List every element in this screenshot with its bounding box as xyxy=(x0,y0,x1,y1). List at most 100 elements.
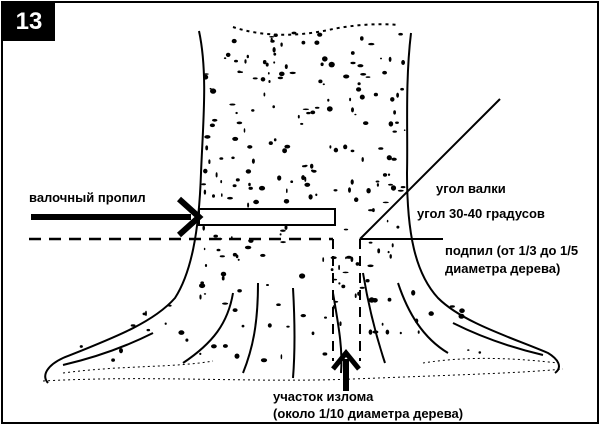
bark-speckle xyxy=(303,109,309,111)
bark-speckle xyxy=(369,242,373,244)
bark-speckle xyxy=(185,339,188,342)
figure-number-badge: 13 xyxy=(3,3,55,41)
bark-speckle xyxy=(309,194,313,199)
bark-speckle xyxy=(268,80,270,83)
felling-cut-slot xyxy=(199,209,335,225)
bark-speckle xyxy=(387,155,392,160)
bark-speckle xyxy=(383,173,387,177)
bark-speckle xyxy=(331,268,334,271)
bark-speckle xyxy=(238,259,240,261)
bark-speckle xyxy=(401,60,405,65)
bark-speckle xyxy=(280,230,286,232)
bark-speckle xyxy=(204,248,206,250)
bark-speckle xyxy=(260,254,265,257)
bark-speckle xyxy=(266,63,269,67)
bark-speckle xyxy=(324,317,327,319)
bark-speckle xyxy=(351,179,354,184)
bark-speckle xyxy=(343,272,349,274)
bark-speckle xyxy=(479,351,482,353)
bark-speckle xyxy=(300,123,303,125)
bark-speckle xyxy=(388,174,390,176)
bark-speckle xyxy=(306,112,310,114)
bark-speckle xyxy=(273,53,276,56)
bark-speckle xyxy=(317,33,322,37)
bark-speckle xyxy=(450,305,455,307)
bark-speckle xyxy=(253,77,258,79)
bark-speckle xyxy=(376,181,380,183)
bark-speckle xyxy=(429,311,434,316)
bark-speckle xyxy=(311,170,314,172)
bark-speckle xyxy=(315,194,317,197)
bark-speckle xyxy=(382,71,387,75)
undercut-label-line1: подпил (от 1/3 до 1/5 xyxy=(445,242,578,259)
bark-speckle xyxy=(285,64,288,69)
bark-speckle xyxy=(349,98,351,101)
bark-speckle xyxy=(233,184,237,187)
bark-speckle xyxy=(235,112,237,114)
bark-speckle xyxy=(235,354,240,359)
bark-speckle xyxy=(292,32,297,35)
bark-speckle xyxy=(203,75,208,80)
bark-speckle xyxy=(346,256,352,259)
bark-speckle xyxy=(280,43,282,47)
bark-speckle xyxy=(290,72,296,74)
bark-speckle xyxy=(271,38,273,42)
bark-speckle xyxy=(280,233,282,235)
bark-speckle xyxy=(377,183,379,187)
bark-speckle xyxy=(226,53,231,57)
bark-speckle xyxy=(111,358,115,361)
bark-speckle xyxy=(244,59,246,63)
bark-speckle xyxy=(286,326,289,328)
bark-speckle xyxy=(369,297,375,302)
bark-speckle xyxy=(387,220,389,223)
bark-speckle xyxy=(398,190,404,192)
bark-speckle xyxy=(396,226,399,229)
bark-speckle xyxy=(348,187,351,193)
bark-speckle xyxy=(232,137,238,141)
bark-speckle xyxy=(232,39,237,43)
bark-speckle xyxy=(264,93,266,97)
bark-speckle xyxy=(284,199,289,204)
bark-speckle xyxy=(278,77,283,80)
bark-speckle xyxy=(351,51,355,55)
bark-speckle xyxy=(310,111,315,115)
bark-speckle xyxy=(310,164,313,169)
bark-speckle xyxy=(341,285,345,289)
bark-speckle xyxy=(212,119,217,122)
bark-speckle xyxy=(199,295,201,300)
bark-speckle xyxy=(383,202,389,204)
break-zone-label-line1: участок излома xyxy=(273,388,373,405)
bark-speckle xyxy=(356,87,361,91)
bark-speckle xyxy=(323,352,328,355)
bark-speckle xyxy=(290,180,293,183)
bark-speckle xyxy=(382,323,384,326)
bark-speckle xyxy=(205,264,207,267)
bark-speckle xyxy=(203,73,208,75)
bark-speckle xyxy=(467,349,469,351)
bark-speckle xyxy=(350,62,355,64)
bark-speckle xyxy=(392,243,394,247)
bark-speckle xyxy=(343,75,349,79)
bark-speckle xyxy=(205,145,208,150)
bark-speckle xyxy=(459,314,465,319)
bark-speckle xyxy=(266,284,269,286)
bark-speckle xyxy=(318,80,322,84)
bark-speckle xyxy=(377,248,380,253)
bark-speckle xyxy=(366,76,371,78)
felling-angle-label: угол валки xyxy=(436,180,506,197)
bark-speckle xyxy=(388,298,392,302)
bark-speckle xyxy=(251,109,254,112)
bark-speckle xyxy=(312,332,315,336)
bark-speckle xyxy=(393,110,396,114)
bark-speckle xyxy=(202,225,205,230)
bark-speckle xyxy=(302,165,307,167)
bark-speckle xyxy=(334,148,338,153)
bark-speckle xyxy=(248,183,251,186)
bark-speckle xyxy=(386,330,390,335)
bark-speckle xyxy=(268,72,270,75)
bark-speckle xyxy=(301,175,305,180)
bark-speckle xyxy=(393,131,397,133)
ground-texture xyxy=(43,358,563,381)
bark-speckle xyxy=(236,255,239,259)
bark-speckle xyxy=(360,287,365,289)
